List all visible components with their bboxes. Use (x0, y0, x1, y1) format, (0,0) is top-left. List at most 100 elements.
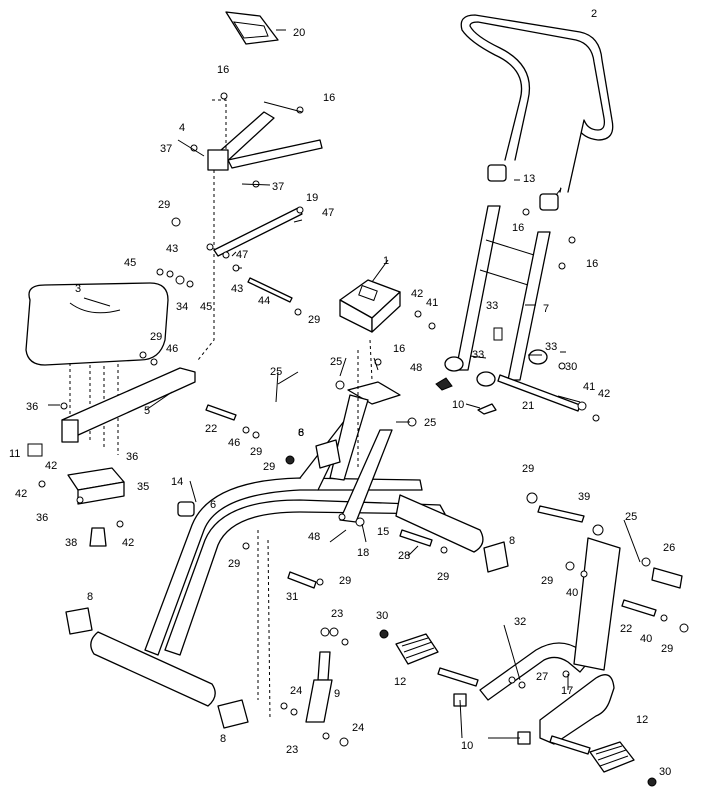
callout-39: 39 (578, 491, 590, 503)
seat-part (25, 282, 169, 366)
callout-36b: 36 (126, 451, 138, 463)
callout-29i: 29 (522, 463, 534, 475)
callout-45a: 45 (124, 257, 136, 269)
callout-43a: 43 (166, 243, 178, 255)
callout-25a: 25 (330, 356, 342, 368)
callout-15: 15 (377, 526, 389, 538)
callout-17: 17 (561, 685, 573, 697)
callout-45b: 45 (200, 301, 212, 313)
end-cap-part (65, 607, 93, 635)
callout-22a: 22 (205, 423, 217, 435)
callout-33c: 33 (545, 341, 557, 353)
axle-part (497, 374, 581, 412)
callout-36c: 36 (36, 512, 48, 524)
console-part (339, 279, 401, 333)
callout-29c: 29 (150, 331, 162, 343)
bearing-part (476, 371, 496, 387)
callout-33b: 33 (472, 349, 484, 361)
callout-8c: 8 (298, 427, 304, 439)
stabilizer-part (395, 494, 484, 553)
end-cap-part (539, 193, 559, 211)
pedal-part (395, 633, 479, 687)
callout-42c: 42 (45, 460, 57, 472)
callout-38: 38 (65, 537, 77, 549)
callout-24b: 24 (352, 722, 364, 734)
main-frame-part (144, 419, 446, 656)
stabilizer-part (90, 631, 216, 707)
callout-40b: 40 (640, 633, 652, 645)
callout-30c: 30 (659, 766, 671, 778)
callout-6: 6 (298, 427, 304, 439)
callout-29e: 29 (263, 461, 275, 473)
callout-26: 26 (663, 542, 675, 554)
callout-29j: 29 (541, 575, 553, 587)
callout-7: 7 (543, 303, 549, 315)
callout-13: 13 (523, 173, 535, 185)
callout-25b: 25 (270, 366, 282, 378)
callout-16e: 16 (586, 258, 598, 270)
callout-labels: 1 2 3 4 5 6 6 7 8 8 8 8 9 10 10 11 12 12… (9, 8, 675, 778)
callout-44: 44 (258, 295, 270, 307)
callout-29d: 29 (250, 446, 262, 458)
callout-30a: 30 (565, 361, 577, 373)
callout-19: 19 (306, 192, 318, 204)
callout-5: 5 (144, 405, 150, 417)
callout-34: 34 (176, 301, 188, 313)
callout-24a: 24 (290, 685, 302, 697)
callout-32: 32 (514, 616, 526, 628)
callout-37b: 37 (272, 181, 284, 193)
callout-35: 35 (137, 481, 149, 493)
callout-48b: 48 (308, 531, 320, 543)
callout-23a: 23 (331, 608, 343, 620)
callout-41a: 41 (426, 297, 438, 309)
tension-rod-part (213, 207, 303, 257)
callout-10a: 10 (452, 399, 464, 411)
callout-6b: 6 (210, 499, 216, 511)
callout-12b: 12 (636, 714, 648, 726)
upright-frame-part (455, 205, 551, 381)
callout-3: 3 (75, 283, 81, 295)
handlebar-part (460, 14, 614, 193)
callout-8d: 8 (509, 535, 515, 547)
callout-29a: 29 (158, 199, 170, 211)
callout-4: 4 (179, 122, 185, 134)
knob-part (89, 527, 107, 547)
callout-22b: 22 (620, 623, 632, 635)
pedal-part (549, 735, 635, 773)
callout-46a: 46 (166, 343, 178, 355)
callout-43b: 43 (231, 283, 243, 295)
callout-42e: 42 (122, 537, 134, 549)
callout-16c: 16 (393, 343, 405, 355)
callout-18: 18 (357, 547, 369, 559)
end-cap-part (487, 164, 507, 182)
crank-arm-part (479, 537, 621, 745)
callout-47b: 47 (236, 249, 248, 261)
shock-absorber-part (305, 627, 333, 723)
callout-29b: 29 (308, 314, 320, 326)
callout-20: 20 (293, 27, 305, 39)
end-cap-part (483, 541, 509, 573)
callout-46b: 46 (228, 437, 240, 449)
callout-29f: 29 (228, 558, 240, 570)
callout-29g: 29 (339, 575, 351, 587)
callout-10b: 10 (461, 740, 473, 752)
callout-23b: 23 (286, 744, 298, 756)
callout-25d: 25 (625, 511, 637, 523)
callout-11: 11 (9, 448, 20, 460)
callout-16b: 16 (323, 92, 335, 104)
callout-2: 2 (591, 8, 597, 20)
callout-8b: 8 (220, 733, 226, 745)
callout-14: 14 (171, 476, 183, 488)
callout-42d: 42 (15, 488, 27, 500)
callout-37a: 37 (160, 143, 172, 155)
callout-30b: 30 (376, 610, 388, 622)
callout-28: 28 (398, 550, 410, 562)
callout-1: 1 (383, 255, 389, 267)
callout-27: 27 (536, 671, 548, 683)
callout-41b: 41 (583, 381, 595, 393)
callout-36a: 36 (26, 401, 38, 413)
callout-21: 21 (522, 400, 534, 412)
callout-47a: 47 (322, 207, 334, 219)
bearing-part (444, 356, 464, 372)
